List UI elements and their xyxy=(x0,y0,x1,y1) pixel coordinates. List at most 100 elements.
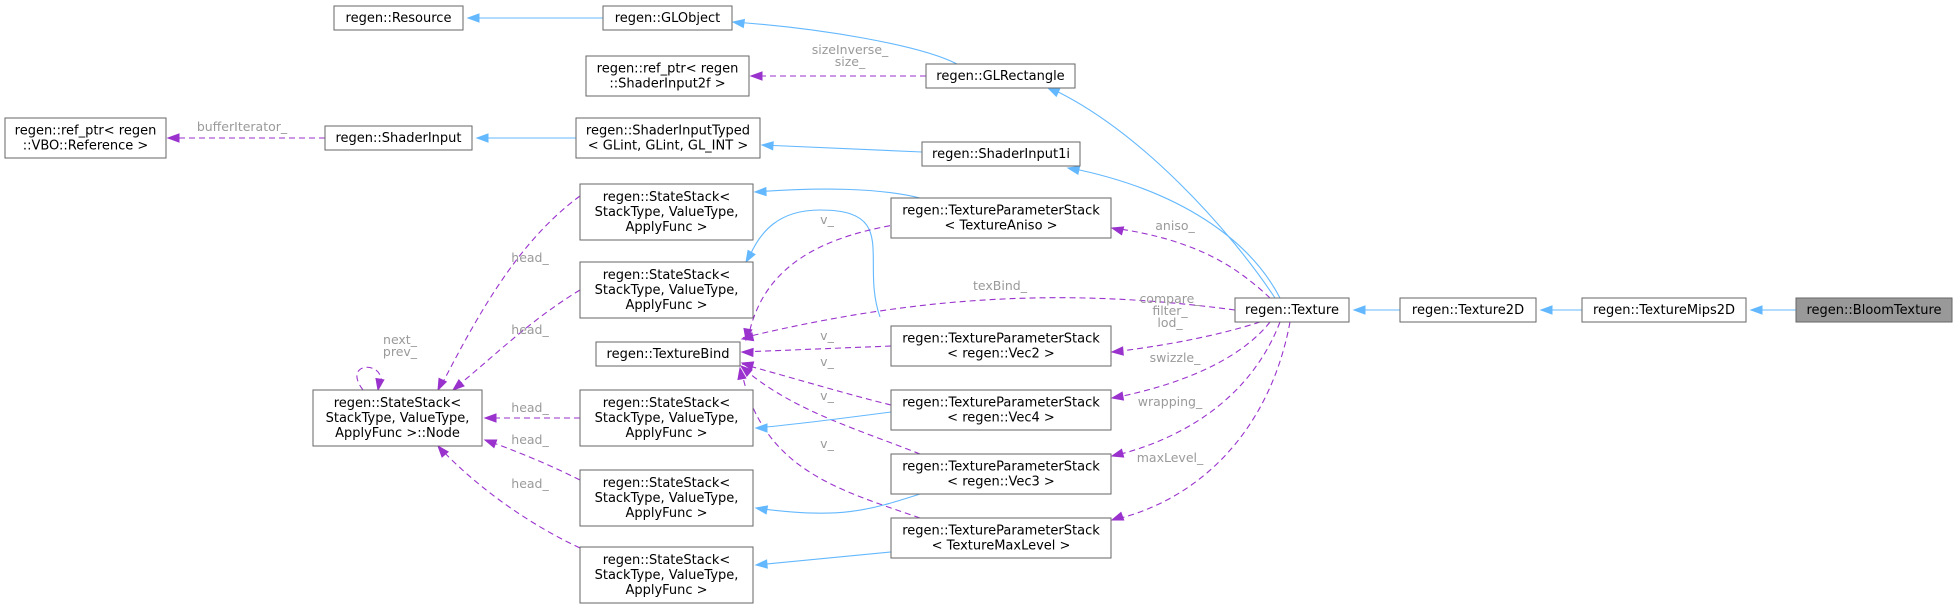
edge-label-line: maxLevel_ xyxy=(1137,450,1204,465)
edge-labels-layer: sizeInverse_size_bufferIterator_head_hea… xyxy=(197,42,1204,491)
node-tps-maxlevel[interactable]: regen::TextureParameterStack< TextureMax… xyxy=(890,517,1112,559)
node-label: ::ShaderInput2f > xyxy=(609,77,725,92)
node-statestack-node[interactable]: regen::StateStack<StackType, ValueType,A… xyxy=(312,389,483,447)
node-label: regen::StateStack< xyxy=(603,553,731,568)
node-box xyxy=(4,117,167,159)
node-label: regen::StateStack< xyxy=(603,476,731,491)
node-shaderinput[interactable]: regen::ShaderInput xyxy=(324,125,473,151)
usage-edge-19 xyxy=(741,363,892,406)
usage-edge-16 xyxy=(747,223,901,339)
node-box xyxy=(602,5,733,31)
node-statestack-4[interactable]: regen::StateStack<StackType, ValueType,A… xyxy=(579,469,754,527)
node-label: ApplyFunc > xyxy=(625,220,707,235)
node-box xyxy=(1234,297,1350,323)
node-label: regen::ref_ptr< regen xyxy=(597,62,739,77)
edge-label-line: head_ xyxy=(511,476,549,491)
node-label: StackType, ValueType, xyxy=(595,283,739,298)
edge-label-swizzle: swizzle_ xyxy=(1150,350,1201,365)
node-label: regen::TextureMips2D xyxy=(1593,303,1735,318)
edge-label-v_maxlevel: v_ xyxy=(820,436,834,451)
node-box xyxy=(890,517,1112,559)
nodes-layer: regen::Resource regen::GLObjectregen::ref… xyxy=(4,5,1953,604)
node-label: regen::StateStack< xyxy=(603,190,731,205)
node-texturebind[interactable]: regen::TextureBind xyxy=(595,341,741,367)
node-label: regen::TextureParameterStack xyxy=(902,460,1100,475)
node-label: ApplyFunc >::Node xyxy=(335,426,460,441)
edge-label-line: compare_ xyxy=(1139,291,1201,306)
usage-edge-10 xyxy=(439,195,581,389)
node-refptr-shaderinput2f[interactable]: regen::ref_ptr< regen::ShaderInput2f > xyxy=(585,55,750,97)
edge-label-v_vec3: v_ xyxy=(820,388,834,403)
node-tps-vec2[interactable]: regen::TextureParameterStack< regen::Vec… xyxy=(890,325,1112,367)
arrowhead-24 xyxy=(754,559,768,569)
edge-label-line: size_ xyxy=(835,54,866,69)
inheritance-edge-9 xyxy=(747,209,881,318)
arrowhead-30 xyxy=(1352,305,1366,315)
node-statestack-2[interactable]: regen::StateStack<StackType, ValueType,A… xyxy=(579,261,754,319)
usage-edge-18 xyxy=(741,345,892,353)
node-label: regen::Texture2D xyxy=(1412,303,1524,318)
node-tps-vec4[interactable]: regen::TextureParameterStack< regen::Vec… xyxy=(890,389,1112,431)
node-texture[interactable]: regen::Texture xyxy=(1234,297,1350,323)
arrowhead-12 xyxy=(483,413,497,423)
node-box xyxy=(324,125,473,151)
edge-label-line: head_ xyxy=(511,432,549,447)
node-texturemips2d[interactable]: regen::TextureMips2D xyxy=(1581,297,1747,323)
edge-label-line: head_ xyxy=(511,400,549,415)
node-box xyxy=(925,63,1076,89)
node-texture2d[interactable]: regen::Texture2D xyxy=(1399,297,1537,323)
node-resource[interactable]: regen::Resource xyxy=(333,5,464,31)
usage-edge-25 xyxy=(1112,227,1271,299)
usage-edge-20 xyxy=(741,366,921,455)
node-statestack-3[interactable]: regen::StateStack<StackType, ValueType,A… xyxy=(579,389,754,447)
inheritance-edge-7 xyxy=(1069,167,1281,299)
edge-label-head1: head_ xyxy=(511,250,549,265)
node-label: regen::TextureBind xyxy=(607,347,730,362)
node-label: regen::ref_ptr< regen xyxy=(15,124,157,139)
node-statestack-1[interactable]: regen::StateStack<StackType, ValueType,A… xyxy=(579,183,754,241)
node-label: < regen::Vec4 > xyxy=(947,411,1055,426)
arrowhead-19 xyxy=(740,361,755,371)
node-label: regen::GLRectangle xyxy=(936,69,1064,84)
node-label: regen::Resource xyxy=(346,11,452,26)
node-label: ApplyFunc > xyxy=(625,298,707,313)
arrowhead-28 xyxy=(1110,448,1125,458)
node-label: regen::StateStack< xyxy=(603,396,731,411)
node-tps-aniso[interactable]: regen::TextureParameterStack< TextureAni… xyxy=(890,197,1112,239)
arrowhead-0 xyxy=(466,13,480,23)
node-label: ApplyFunc > xyxy=(625,506,707,521)
node-box xyxy=(1795,297,1953,323)
edge-label-line: wrapping_ xyxy=(1138,394,1203,409)
arrowhead-23 xyxy=(754,505,769,515)
inheritance-edge-8 xyxy=(754,188,921,199)
edge-label-line: v_ xyxy=(820,328,834,343)
node-box xyxy=(585,55,750,97)
usage-edge-29 xyxy=(1112,321,1291,521)
edge-label-line: sizeInverse_ xyxy=(812,42,889,57)
node-statestack-5[interactable]: regen::StateStack<StackType, ValueType,A… xyxy=(579,546,754,604)
node-shaderinputtyped[interactable]: regen::ShaderInputTyped< GLint, GLint, G… xyxy=(575,117,761,159)
arrowhead-9 xyxy=(745,249,756,264)
node-label: regen::TextureParameterStack xyxy=(902,332,1100,347)
arrowhead-29 xyxy=(1110,511,1125,521)
arrowhead-26 xyxy=(1110,346,1124,356)
edge-label-line: v_ xyxy=(820,388,834,403)
arrowhead-17 xyxy=(740,331,755,342)
inheritance-edge-6 xyxy=(761,144,923,153)
node-glrectangle[interactable]: regen::GLRectangle xyxy=(925,63,1076,89)
edge-label-line: prev_ xyxy=(383,344,418,359)
node-globject[interactable]: regen::GLObject xyxy=(602,5,733,31)
node-label: < TextureMaxLevel > xyxy=(932,539,1071,554)
edge-label-cfl: compare_filter_lod_ xyxy=(1139,291,1201,330)
node-tps-vec3[interactable]: regen::TextureParameterStack< regen::Vec… xyxy=(890,453,1112,495)
node-label: < GLint, GLint, GL_INT > xyxy=(588,139,748,154)
node-box xyxy=(579,183,754,241)
arrowhead-13 xyxy=(483,439,498,449)
edge-label-head5: head_ xyxy=(511,476,549,491)
node-refptr-vboref[interactable]: regen::ref_ptr< regen::VBO::Reference > xyxy=(4,117,167,159)
node-box xyxy=(890,325,1112,367)
node-shaderinput1i[interactable]: regen::ShaderInput1i xyxy=(921,141,1081,167)
inheritance-edge-3 xyxy=(1049,87,1276,299)
edge-label-v_vec4: v_ xyxy=(820,354,834,369)
arrowhead-8 xyxy=(753,186,767,197)
